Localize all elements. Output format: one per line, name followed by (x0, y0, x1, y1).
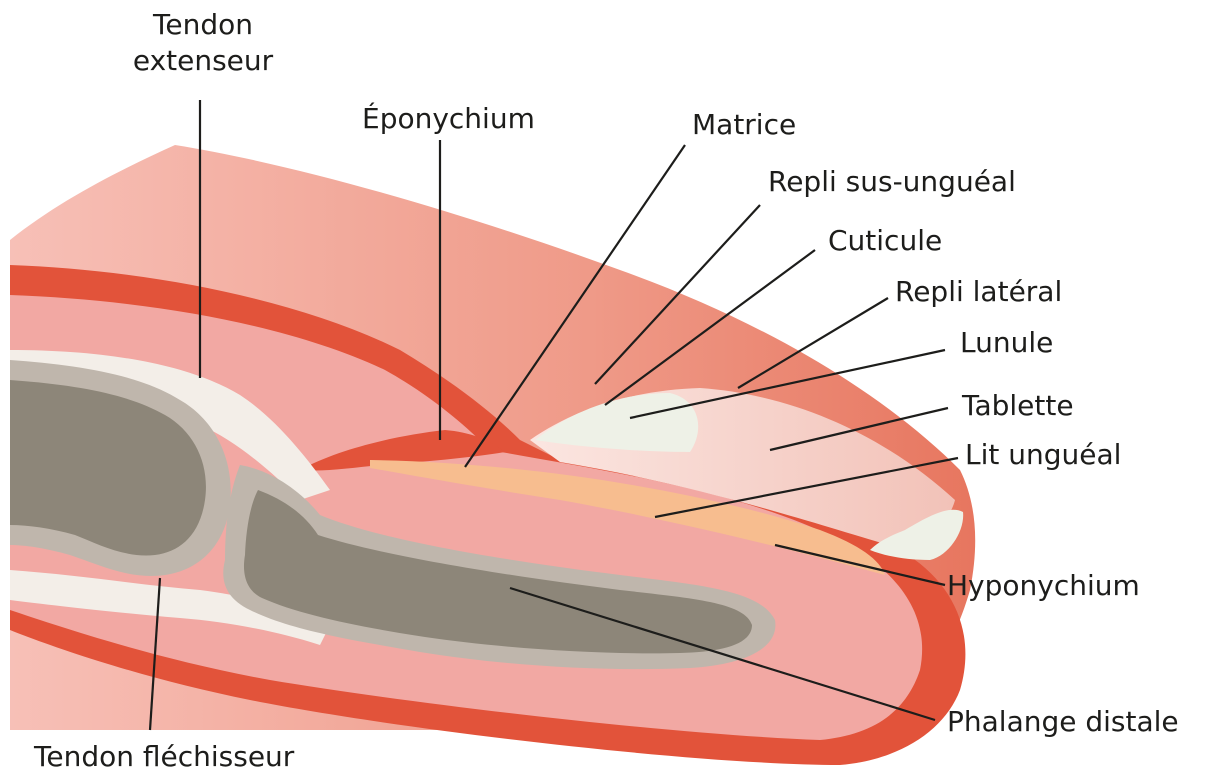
label-lunule: Lunule (960, 326, 1053, 360)
label-repli-lateral: Repli latéral (895, 275, 1062, 309)
label-lit-ungueal: Lit unguéal (965, 438, 1121, 472)
label-repli-sus-ungueal: Repli sus-unguéal (768, 165, 1016, 199)
label-tendon-extenseur-line2: extenseur (128, 44, 278, 78)
label-tablette: Tablette (962, 389, 1074, 423)
label-hyponychium: Hyponychium (947, 569, 1140, 603)
label-tendon-extenseur-line1: Tendon (128, 8, 278, 42)
label-cuticule: Cuticule (828, 224, 942, 258)
label-tendon-flechisseur: Tendon fléchisseur (34, 740, 294, 774)
label-matrice: Matrice (692, 108, 796, 142)
label-phalange-distale: Phalange distale (947, 705, 1179, 739)
label-eponychium: Éponychium (362, 102, 535, 136)
